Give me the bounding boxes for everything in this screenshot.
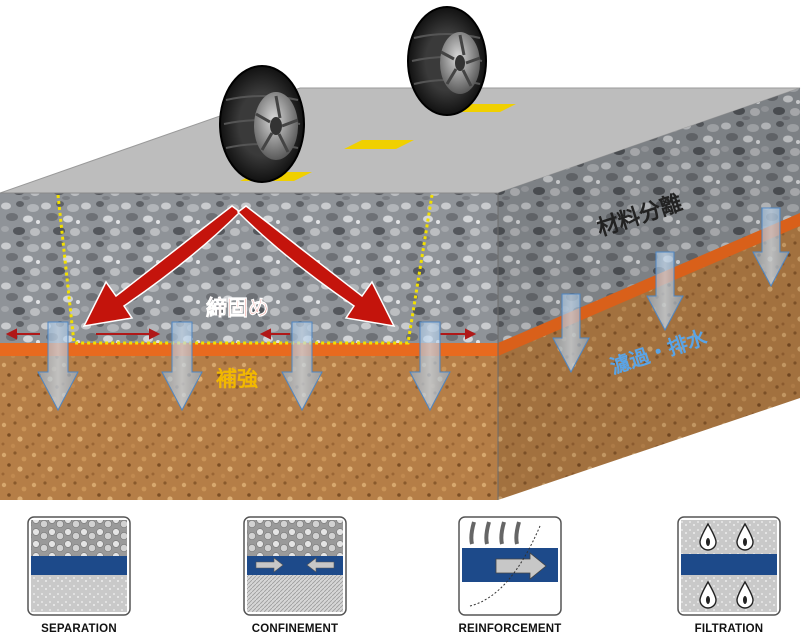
function-caption: SEPARATION xyxy=(41,623,117,633)
function-confinement: CONFINEMENT xyxy=(243,516,347,633)
function-caption: CONFINEMENT xyxy=(252,623,339,633)
confinement-icon xyxy=(243,516,347,616)
road-block xyxy=(0,87,801,500)
load-distribution-arrows xyxy=(82,205,396,327)
function-caption: FILTRATION xyxy=(695,623,764,633)
soil-subgrade-layer xyxy=(0,352,498,500)
geotextile-layer xyxy=(0,343,498,356)
side-gravel-layer xyxy=(498,88,800,344)
drainage-arrows-side xyxy=(552,207,790,374)
confinement-outline xyxy=(56,194,434,345)
load-arrow-right xyxy=(236,205,396,327)
separation-icon xyxy=(27,516,131,616)
function-filtration: FILTRATION xyxy=(677,516,781,633)
function-caption: REINFORCEMENT xyxy=(459,623,562,633)
filtration-icon xyxy=(677,516,781,616)
tire-back xyxy=(407,6,487,116)
tire-front xyxy=(219,65,305,183)
side-soil-layer xyxy=(498,222,800,500)
load-arrow-left xyxy=(82,205,242,327)
function-separation: SEPARATION xyxy=(27,516,131,633)
function-reinforcement: REINFORCEMENT xyxy=(458,516,562,633)
reinforcement-icon xyxy=(458,516,562,616)
reinforcement-label: 補強 xyxy=(215,367,258,391)
lateral-tension-arrows xyxy=(5,328,477,340)
compaction-label: 締固め xyxy=(206,296,269,320)
drainage-arrows-front xyxy=(37,321,451,412)
